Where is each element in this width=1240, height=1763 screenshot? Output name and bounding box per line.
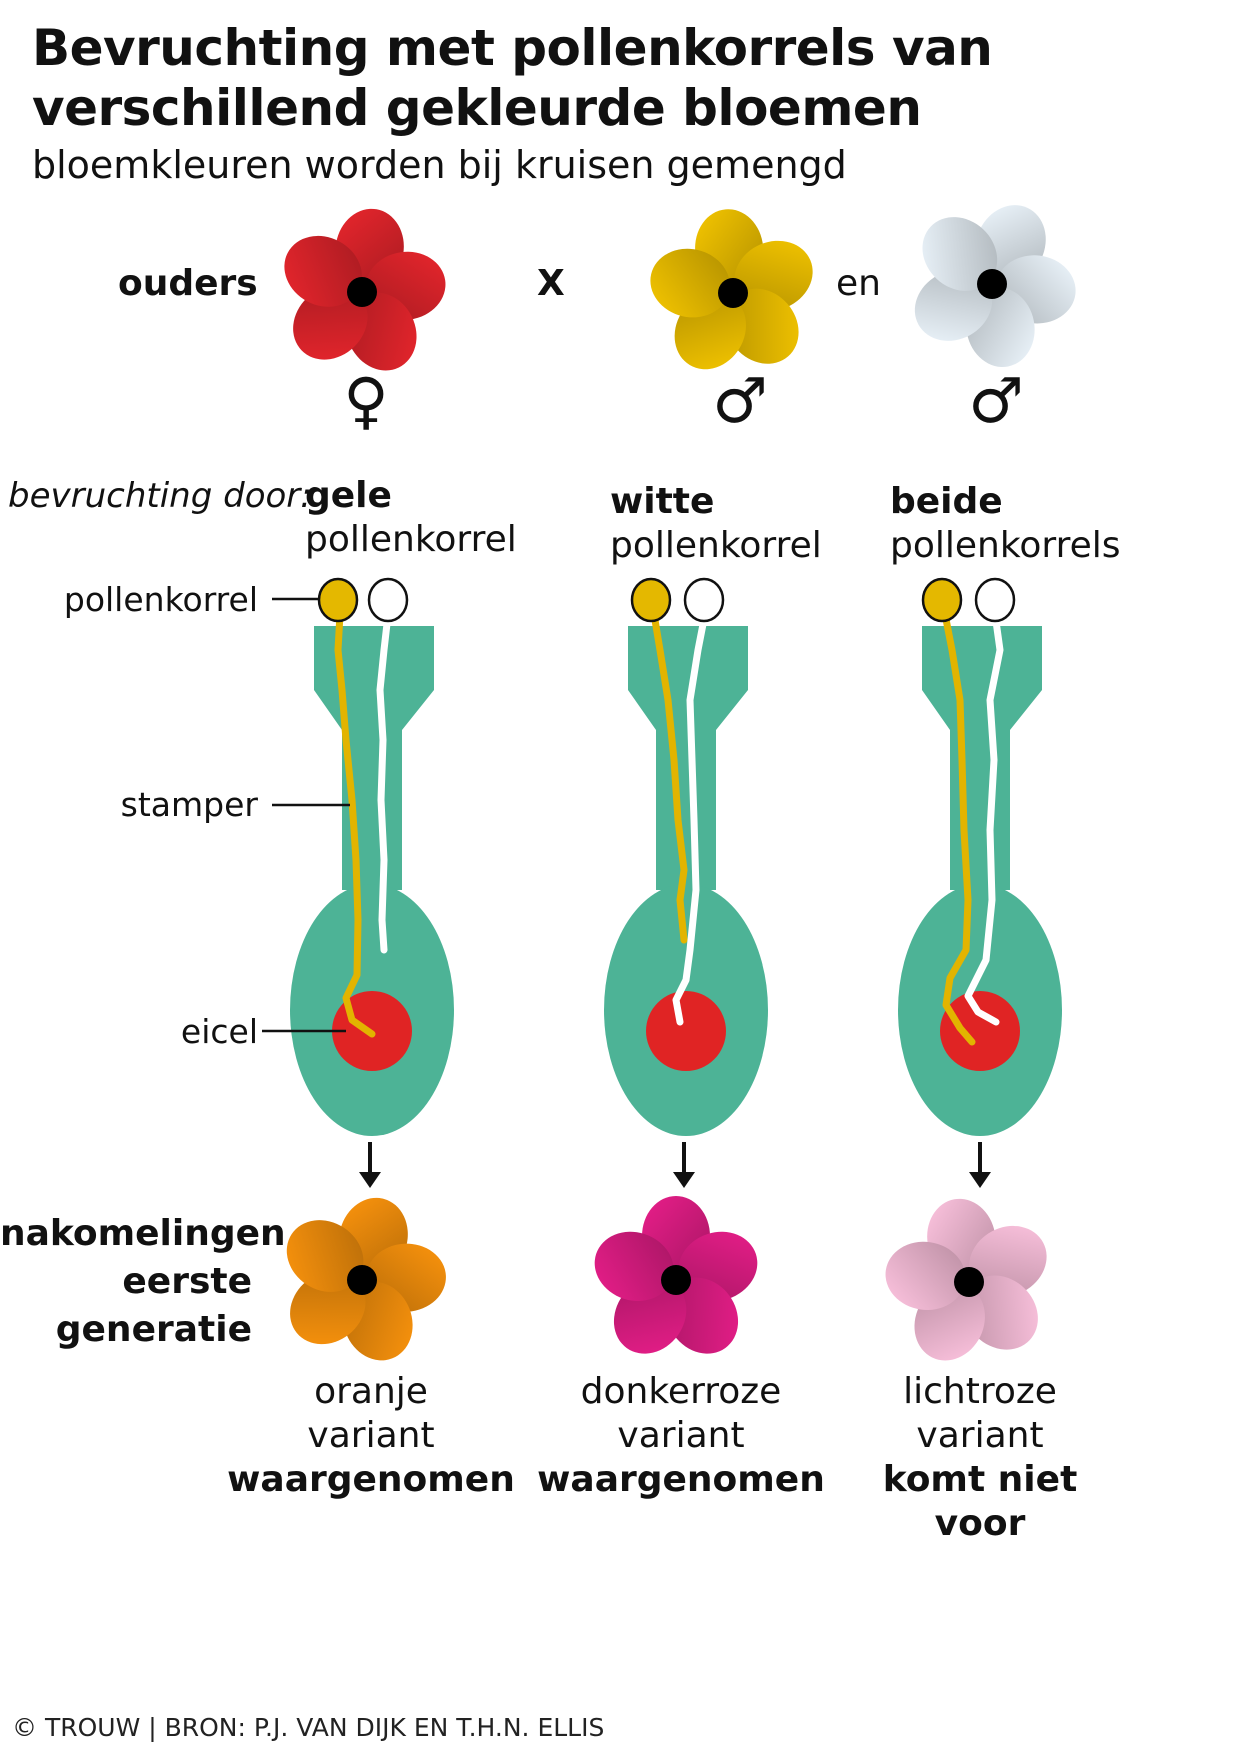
petal bbox=[922, 217, 998, 291]
fertilization-prefix: bevruchting door: bbox=[8, 476, 312, 516]
flower-center bbox=[977, 269, 1007, 299]
parents-label: ouders bbox=[118, 263, 258, 304]
column-3-heading: beide pollenkorrels bbox=[890, 481, 1121, 566]
page-title: Bevruchting met pollenkorrels van versch… bbox=[32, 19, 993, 137]
arrow-down-icon bbox=[359, 1142, 381, 1188]
petal bbox=[594, 1231, 674, 1302]
flower-yellow-parent bbox=[650, 209, 813, 370]
petal bbox=[284, 235, 362, 307]
offspring-heading: nakomelingen eerste generatie bbox=[0, 1213, 286, 1350]
cross-symbol: X bbox=[537, 263, 565, 304]
flower-darkpink-offspring bbox=[594, 1196, 758, 1354]
pistil-style bbox=[922, 626, 1042, 890]
egg-label: eicel bbox=[180, 1012, 258, 1051]
offspring-label-2: donkerroze variant waargenomen bbox=[537, 1371, 825, 1500]
flower-white-parent bbox=[914, 205, 1076, 367]
petal bbox=[650, 248, 730, 318]
pollen-grain-white bbox=[974, 577, 1016, 623]
pollen-tube-yellow bbox=[334, 610, 376, 1038]
column-2-heading: witte pollenkorrel bbox=[610, 481, 822, 566]
petal bbox=[290, 1271, 366, 1345]
pollen-tube-white bbox=[964, 610, 1004, 1026]
pollen-grain-yellow bbox=[921, 577, 963, 623]
pollen-tube-yellow bbox=[650, 610, 688, 944]
arrow-down-icon bbox=[673, 1142, 695, 1188]
petal bbox=[725, 288, 799, 364]
pollen-tube-yellow bbox=[941, 610, 976, 1046]
pollen-grain-white bbox=[367, 577, 409, 623]
male-symbol-white: ♂ bbox=[968, 364, 1024, 437]
flower-center bbox=[718, 278, 748, 308]
flower-lightpink-offspring bbox=[885, 1198, 1047, 1361]
offspring-label-3: lichtroze variant komt niet voor bbox=[882, 1371, 1078, 1544]
pollen-grain-yellow bbox=[317, 577, 359, 623]
egg-cell bbox=[940, 991, 1020, 1071]
pollen-tube-white bbox=[376, 611, 392, 954]
offspring-label-1: oranje variant waargenomen bbox=[227, 1371, 515, 1500]
petal bbox=[293, 285, 368, 360]
flower-center bbox=[661, 1265, 691, 1295]
pistil-white-pollen bbox=[604, 577, 768, 1136]
pollen-label: pollenkorrel bbox=[63, 580, 258, 619]
flower-center bbox=[347, 277, 377, 307]
footer-credit: © TROUW | BRON: P.J. VAN DIJK EN T.H.N. … bbox=[12, 1713, 605, 1742]
subtitle: bloemkleuren worden bij kruisen gemengd bbox=[32, 143, 847, 187]
pistil-yellow-pollen bbox=[290, 577, 454, 1136]
and-label: en bbox=[836, 263, 881, 304]
petal bbox=[286, 1220, 364, 1292]
column-1-heading: gele pollenkorrel bbox=[305, 475, 517, 560]
flower-orange-offspring bbox=[286, 1197, 446, 1361]
arrow-down-icon bbox=[969, 1142, 991, 1188]
pollen-grain-yellow bbox=[630, 577, 672, 623]
female-symbol: ♀ bbox=[343, 364, 389, 437]
flower-center bbox=[954, 1267, 984, 1297]
pistil-both-pollen bbox=[898, 577, 1062, 1136]
flower-center bbox=[347, 1265, 377, 1295]
egg-cell bbox=[646, 991, 726, 1071]
petal bbox=[885, 1241, 966, 1311]
pollen-tube-white bbox=[672, 610, 709, 1026]
male-symbol-yellow: ♂ bbox=[712, 364, 768, 437]
pistil-style bbox=[314, 626, 434, 890]
flower-red-parent bbox=[284, 208, 446, 371]
pistil-style bbox=[628, 626, 748, 890]
pistil-label: stamper bbox=[120, 785, 258, 824]
pollen-grain-white bbox=[683, 577, 725, 623]
